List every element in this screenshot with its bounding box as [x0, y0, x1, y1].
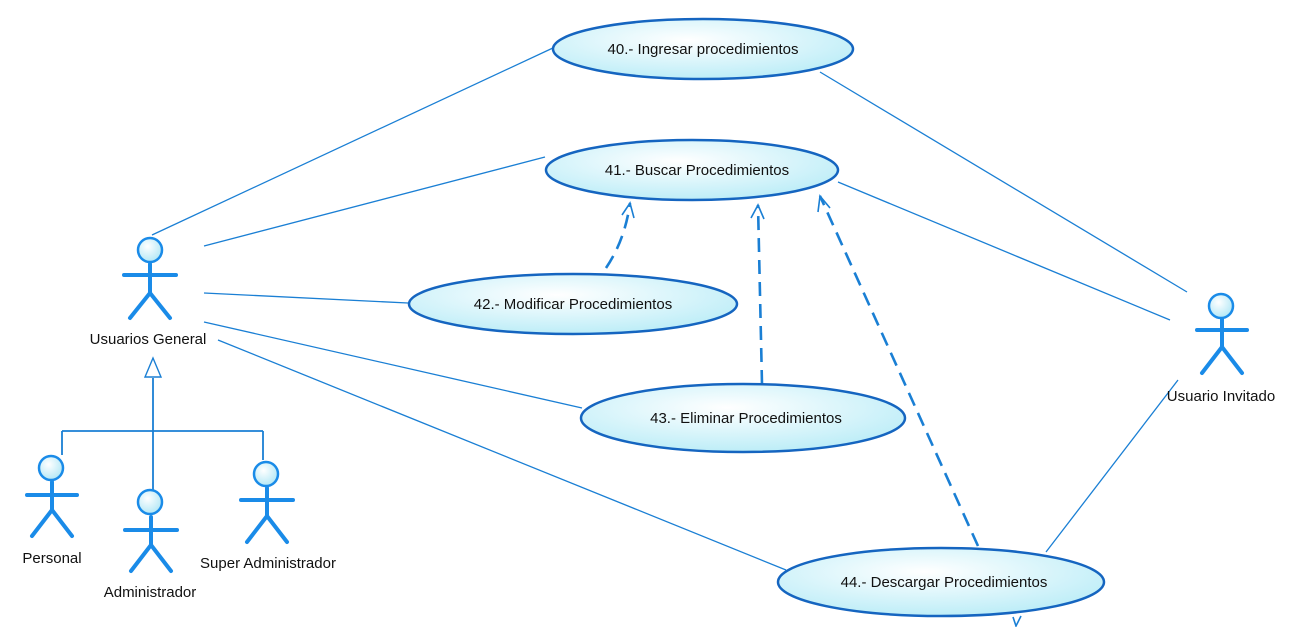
use-case-40-ellipse [551, 17, 855, 81]
use-case-44[interactable]: 44.- Descargar Procedimientos [776, 546, 1106, 618]
dependency-arrowheads [621, 194, 1022, 627]
assoc-general-uc43 [203, 321, 583, 409]
dependency-uc43-uc41 [756, 204, 764, 385]
arrowhead-uc43 [750, 203, 765, 220]
assoc-general-uc44 [217, 339, 787, 571]
actor-head [1207, 292, 1235, 320]
actor-head [37, 454, 65, 482]
actor-super-administrador-label: Super Administrador [200, 555, 336, 572]
actor-administrador[interactable]: Administrador [104, 488, 197, 601]
assoc-general-uc41 [203, 156, 546, 247]
dependency-uc44-uc41 [818, 195, 980, 547]
stick-figure-icon [1195, 317, 1249, 375]
use-case-41-label: 41.- Buscar Procedimientos [605, 162, 789, 179]
actor-usuario-invitado-label: Usuario Invitado [1167, 388, 1275, 405]
actor-super-administrador[interactable]: Super Administrador [200, 460, 336, 572]
assoc-general-uc42 [203, 292, 409, 304]
use-case-43-ellipse [579, 382, 907, 454]
stick-figure-icon [122, 262, 178, 320]
arrowhead-bottom [1012, 615, 1022, 627]
use-case-40[interactable]: 40.- Ingresar procedimientos [551, 17, 855, 81]
use-case-43-label: 43.- Eliminar Procedimientos [650, 410, 842, 427]
generalization-arrowhead [143, 356, 163, 378]
stick-figure-icon [25, 480, 79, 538]
actor-administrador-label: Administrador [104, 584, 197, 601]
actor-personal-label: Personal [22, 550, 81, 567]
actor-head [136, 236, 164, 264]
use-case-42-ellipse [407, 272, 739, 336]
actor-usuario-invitado[interactable]: Usuario Invitado [1167, 292, 1275, 405]
dependency-uc42-uc41 [604, 202, 632, 269]
actor-usuarios-general[interactable]: Usuarios General [90, 236, 207, 348]
use-case-43[interactable]: 43.- Eliminar Procedimientos [579, 382, 907, 454]
actor-personal[interactable]: Personal [22, 454, 82, 567]
assoc-general-uc40 [151, 46, 556, 236]
use-case-44-label: 44.- Descargar Procedimientos [841, 574, 1048, 591]
actor-usuarios-general-label: Usuarios General [90, 331, 207, 348]
use-case-44-ellipse [776, 546, 1106, 618]
assoc-invitado-uc44 [1045, 379, 1179, 553]
arrowhead-uc42 [621, 201, 635, 219]
arrowhead-uc44 [817, 194, 831, 213]
assoc-invitado-uc41 [837, 181, 1171, 321]
use-case-41[interactable]: 41.- Buscar Procedimientos [544, 138, 840, 202]
dependencies [604, 195, 980, 547]
use-case-40-label: 40.- Ingresar procedimientos [608, 41, 799, 58]
use-case-41-ellipse [544, 138, 840, 202]
use-case-42-label: 42.- Modificar Procedimientos [474, 296, 672, 313]
stick-figure-icon [123, 515, 179, 573]
use-case-42[interactable]: 42.- Modificar Procedimientos [407, 272, 739, 336]
associations [151, 46, 1188, 571]
assoc-invitado-uc40 [819, 71, 1188, 293]
generalization [61, 356, 264, 492]
actor-head [252, 460, 280, 488]
stick-figure-icon [239, 486, 295, 544]
actor-head [136, 488, 164, 516]
